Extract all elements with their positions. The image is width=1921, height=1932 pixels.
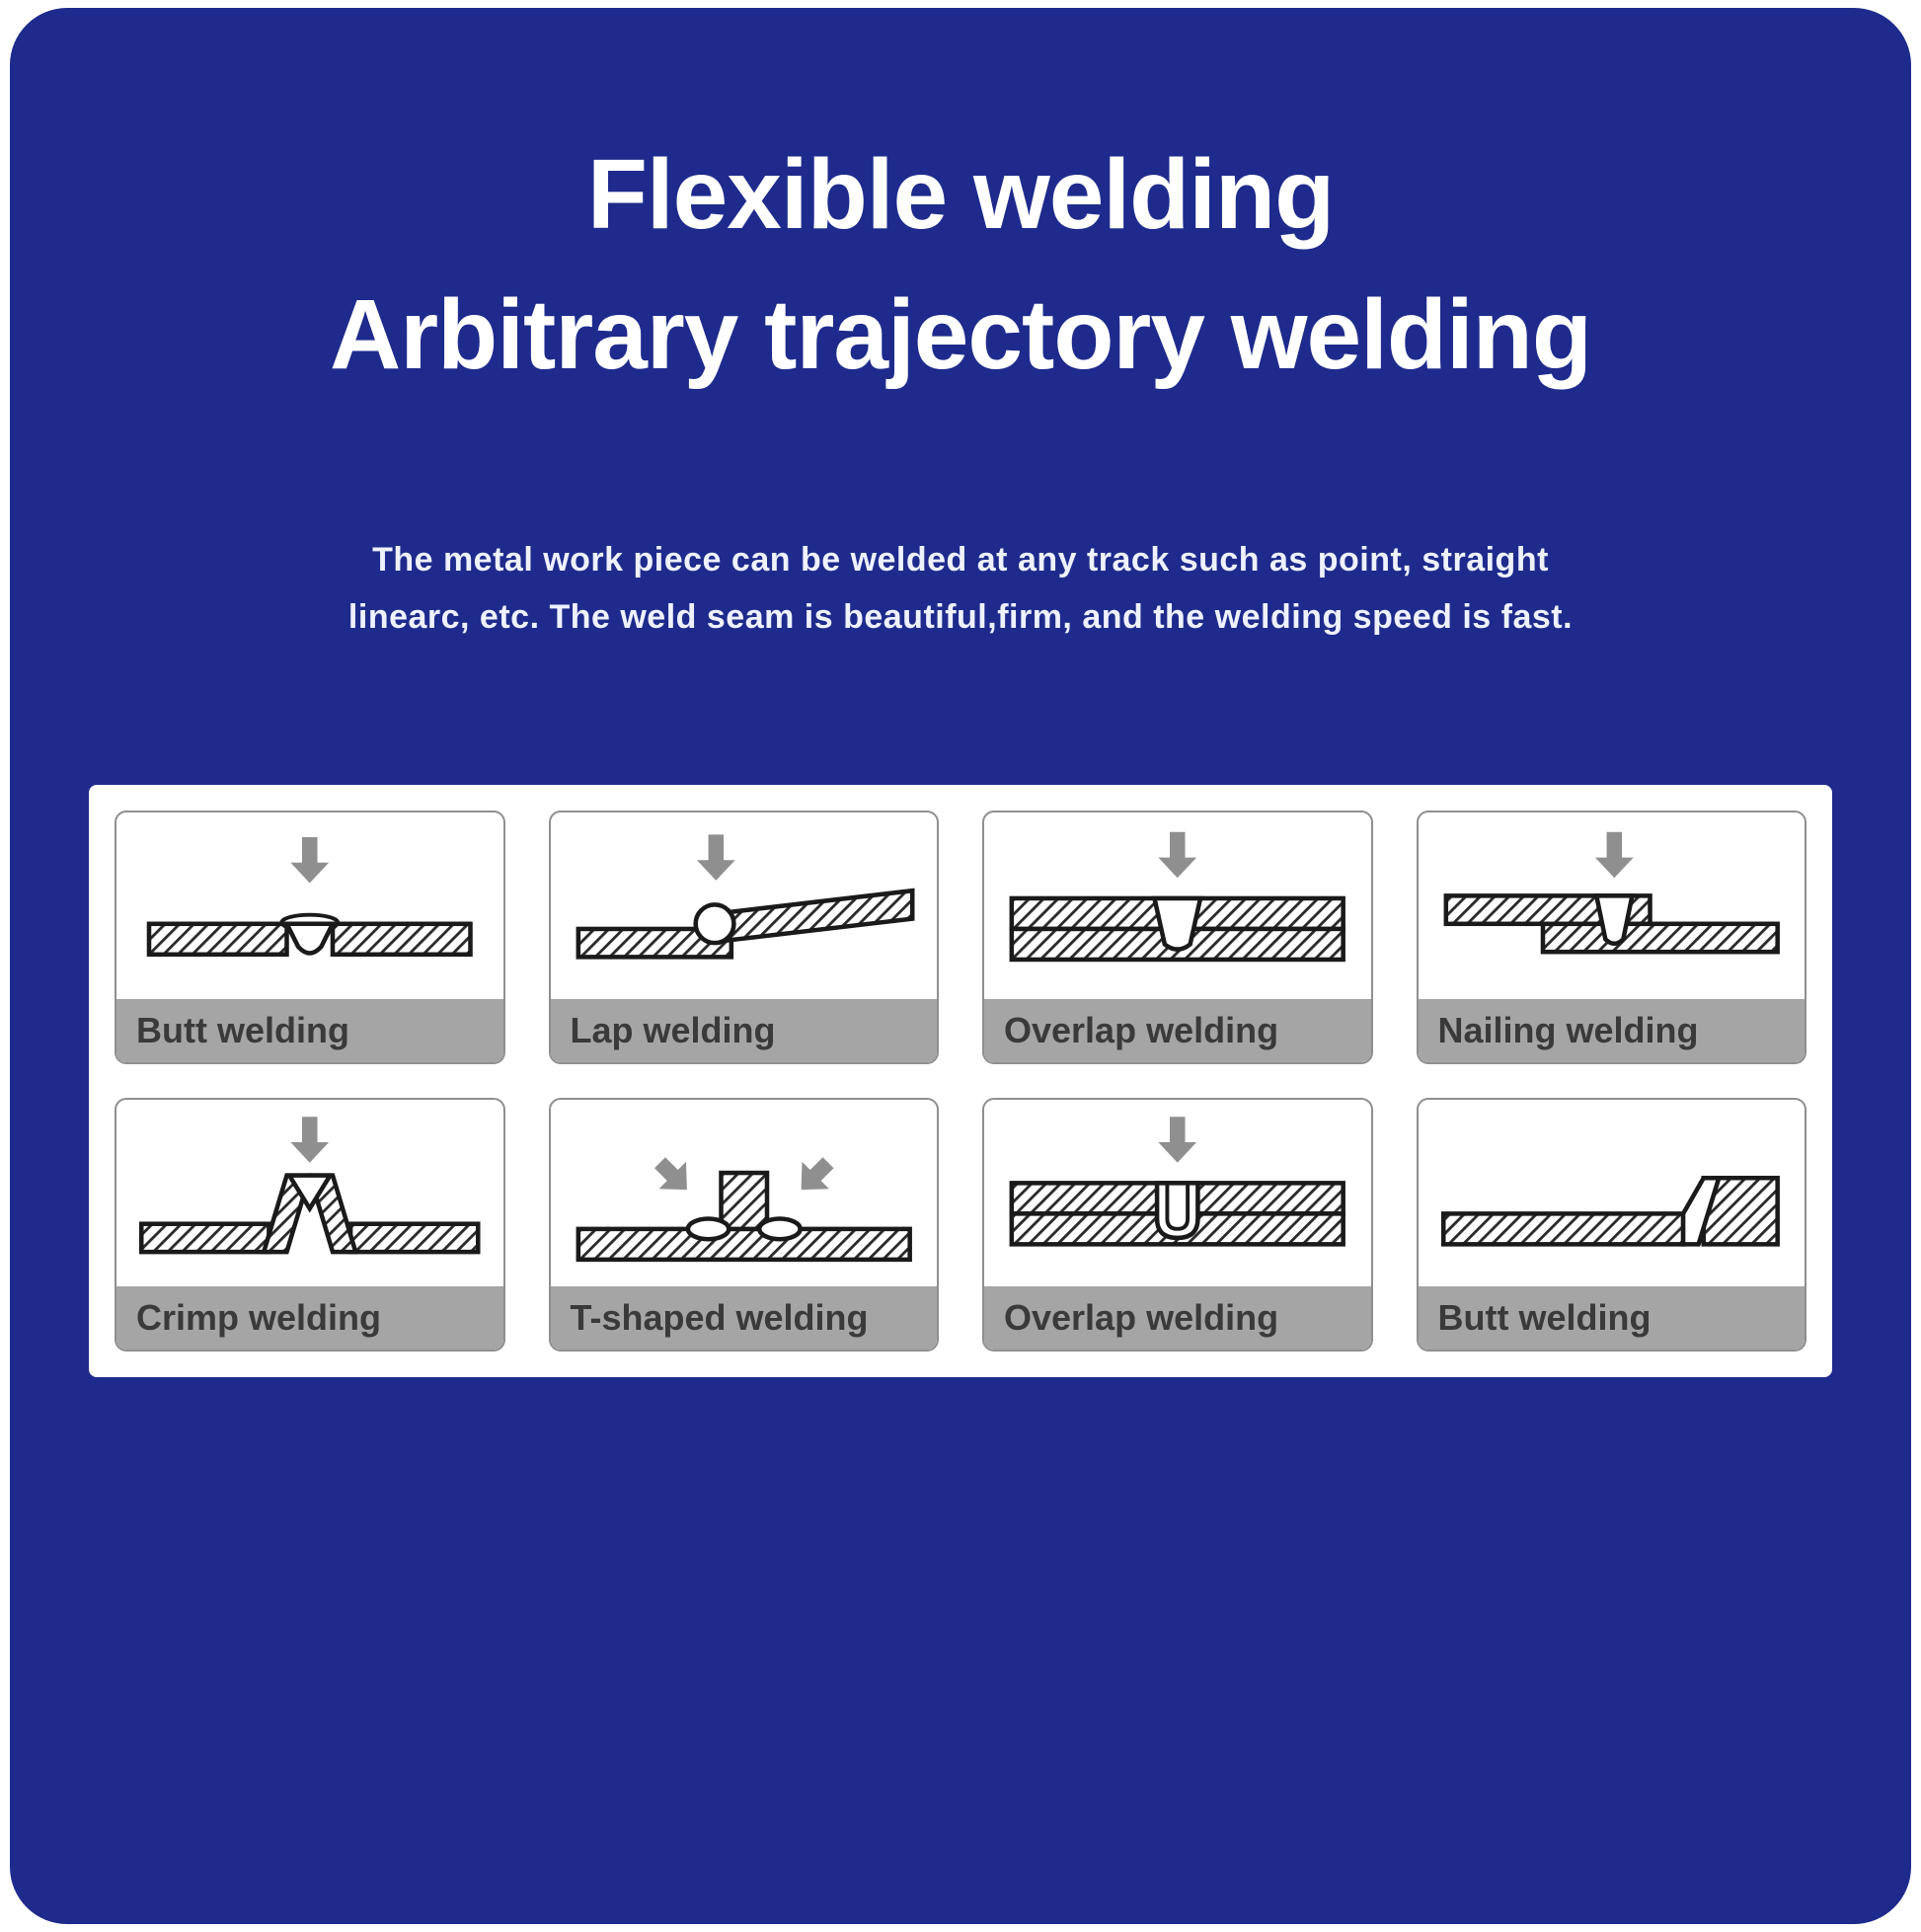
nailing-welding-diagram: [1419, 812, 1806, 999]
welding-types-panel: Butt welding Lap welding: [89, 784, 1832, 1377]
right-angle-arrow-icon: [801, 1157, 833, 1191]
card-butt-welding-step: Butt welding: [1416, 1097, 1806, 1352]
left-angle-arrow-icon: [653, 1157, 687, 1191]
card-label-bar: Crimp welding: [116, 1285, 503, 1350]
crimp-welding-diagram: [116, 1100, 503, 1286]
left-plate: [146, 921, 289, 958]
card-label-text: Butt welding: [136, 1009, 349, 1050]
vertical-stub: [718, 1171, 769, 1232]
right-plate: [330, 921, 473, 958]
crimp-welding-art: [138, 1117, 481, 1255]
long-plate: [1440, 1211, 1685, 1248]
overlap-welding-u-diagram: [984, 1100, 1371, 1286]
lap-welding-art: [576, 834, 915, 961]
card-overlap-welding: Overlap welding: [982, 810, 1373, 1064]
overlap-welding-art: [1009, 832, 1345, 963]
upper-plate: [713, 889, 915, 945]
right-base: [347, 1221, 481, 1255]
press-arrow-icon: [1594, 832, 1634, 879]
butt-welding-art: [146, 837, 473, 958]
press-arrow-icon: [1158, 1117, 1197, 1164]
nailing-welding-art: [1443, 832, 1780, 955]
butt-welding-step-art: [1440, 1176, 1780, 1248]
right-fillet-weld: [756, 1216, 803, 1242]
left-base: [138, 1221, 271, 1255]
card-label-text: T-shaped welding: [570, 1296, 869, 1338]
card-crimp-welding: Crimp welding: [115, 1097, 505, 1352]
card-label-text: Overlap welding: [1004, 1296, 1279, 1338]
card-label-text: Butt welding: [1437, 1296, 1652, 1338]
card-nailing-welding: Nailing welding: [1416, 810, 1806, 1064]
card-label-text: Lap welding: [570, 1009, 776, 1050]
card-label-bar: T-shaped welding: [550, 1285, 937, 1350]
card-label-bar: Overlap welding: [984, 1285, 1371, 1350]
page-title: Flexible welding Arbitrary trajectory we…: [10, 8, 1911, 405]
card-label-text: Nailing welding: [1437, 1009, 1699, 1050]
weld-nugget: [1151, 896, 1203, 953]
overlap-welding-u-art: [1009, 1117, 1345, 1248]
card-label-text: Crimp welding: [136, 1296, 382, 1338]
base-plate: [576, 1227, 912, 1263]
card-label-bar: Overlap welding: [984, 998, 1371, 1062]
overlap-welding-diagram: [984, 812, 1371, 999]
t-shaped-welding-art: [576, 1157, 912, 1263]
weld-u-inner: [1165, 1183, 1191, 1232]
press-arrow-icon: [1158, 832, 1197, 879]
card-label-bar: Butt welding: [1418, 1285, 1805, 1350]
press-arrow-icon: [290, 837, 330, 884]
card-t-shaped-welding: T-shaped welding: [548, 1097, 939, 1352]
card-lap-welding: Lap welding: [548, 810, 939, 1064]
description-line-1: The metal work piece can be welded at an…: [372, 541, 1549, 579]
card-overlap-welding-u: Overlap welding: [982, 1097, 1373, 1352]
weld-bead: [692, 902, 736, 946]
end-block: [1700, 1176, 1780, 1248]
description-line-2: linearc, etc. The weld seam is beautiful…: [347, 598, 1574, 637]
weld-nail: [1592, 893, 1635, 947]
title-line-2: Arbitrary trajectory welding: [330, 279, 1592, 390]
weld-seam: [1680, 1176, 1722, 1248]
card-label-bar: Butt welding: [116, 998, 503, 1062]
press-arrow-icon: [696, 834, 735, 882]
blue-background-panel: Flexible welding Arbitrary trajectory we…: [10, 8, 1911, 1924]
left-fillet-weld: [685, 1216, 731, 1242]
press-arrow-icon: [290, 1117, 330, 1164]
lower-plate: [1540, 921, 1780, 955]
weld-seam: [285, 1173, 335, 1213]
t-shaped-welding-diagram: [551, 1100, 938, 1286]
butt-welding-diagram: [116, 812, 503, 999]
butt-welding-step-diagram: [1419, 1100, 1806, 1286]
card-butt-welding: Butt welding: [115, 810, 505, 1064]
card-label-text: Overlap welding: [1004, 1009, 1279, 1050]
card-label-bar: Nailing welding: [1418, 998, 1805, 1062]
card-label-bar: Lap welding: [550, 998, 937, 1062]
description-text: The metal work piece can be welded at an…: [10, 531, 1911, 647]
title-line-1: Flexible welding: [586, 139, 1335, 250]
lap-welding-diagram: [551, 812, 938, 999]
weld-seam: [282, 921, 337, 957]
